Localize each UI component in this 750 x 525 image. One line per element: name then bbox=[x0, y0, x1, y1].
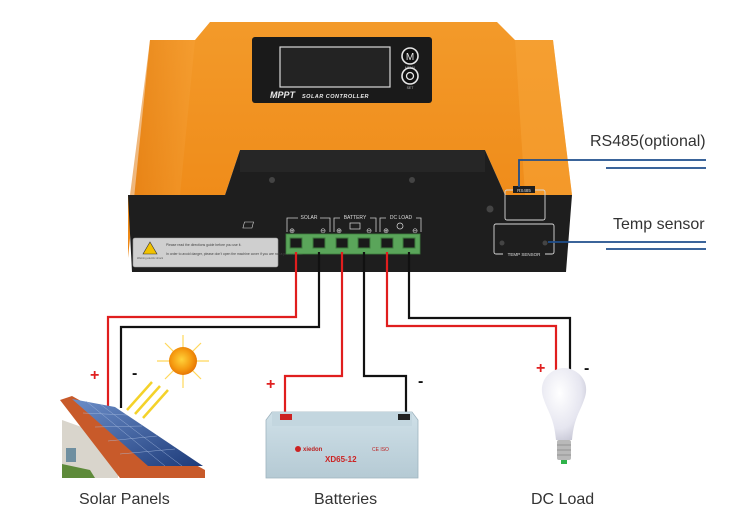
bulb-glass bbox=[541, 368, 587, 440]
battery-lid bbox=[272, 412, 412, 426]
solar-plus-sign: + bbox=[90, 367, 100, 384]
house-window bbox=[66, 448, 76, 462]
terminal-battery-negative[interactable] bbox=[357, 237, 371, 249]
brand-mppt: MPPT bbox=[270, 90, 297, 100]
front-recess bbox=[240, 150, 485, 172]
gear-icon bbox=[405, 71, 415, 81]
screw-left bbox=[269, 177, 275, 183]
rs485-port-label: RS485 bbox=[517, 188, 531, 193]
terminal-group-battery: BATTERY ⊕ ⊖ bbox=[333, 213, 377, 235]
label-solar: SOLAR bbox=[301, 215, 318, 221]
load-plus-sign: + bbox=[536, 360, 546, 377]
temp-sensor-callout-label: Temp sensor bbox=[613, 216, 705, 233]
battery-negative-wire bbox=[362, 252, 408, 412]
bush bbox=[62, 464, 95, 478]
label-dc-load: DC LOAD bbox=[390, 215, 413, 221]
bulb-contact bbox=[561, 460, 567, 464]
terminal-group-dc-load: DC LOAD ⊕ ⊖ bbox=[379, 213, 422, 235]
solar-panels-illustration bbox=[60, 335, 209, 478]
solar-plus-mark: ⊕ bbox=[289, 228, 295, 235]
brand-solar-controller: SOLAR CONTROLLER bbox=[302, 94, 369, 100]
label-bg-dc-load bbox=[386, 213, 416, 221]
panel-grid bbox=[82, 400, 183, 467]
sunbeams bbox=[126, 381, 169, 419]
load-minus-sign: - bbox=[584, 360, 590, 377]
terminal-group-solar: SOLAR ⊕ ⊖ bbox=[242, 213, 331, 235]
set-button-ring[interactable] bbox=[401, 67, 419, 85]
menu-button-ring[interactable] bbox=[401, 47, 419, 65]
battery-brand: xiedon bbox=[303, 447, 323, 453]
warning-line-1: Please read the directions guide before … bbox=[166, 243, 241, 247]
callout-lines bbox=[518, 159, 706, 250]
solar-positive-wire bbox=[106, 252, 298, 408]
battery-minus-mark: ⊖ bbox=[366, 228, 372, 235]
solar-minus-mark: ⊖ bbox=[320, 228, 326, 235]
warning-triangle-icon bbox=[142, 241, 158, 255]
battery-terminal-negative bbox=[398, 414, 410, 420]
solar-minus-sign: - bbox=[132, 365, 138, 382]
solar-negative-wire bbox=[119, 252, 321, 408]
bulb-threads bbox=[557, 444, 571, 456]
charge-controller: M MENU SET MPPT SOLAR CONTROLLER Warning… bbox=[128, 22, 572, 272]
temp-port-label: TEMP SENSOR bbox=[508, 252, 541, 257]
battery-terminal-positive bbox=[280, 414, 292, 420]
solar-panel-icon bbox=[242, 221, 254, 229]
battery-minus-sign: - bbox=[418, 373, 424, 390]
temp-sensor-port[interactable]: TEMP SENSOR bbox=[493, 223, 555, 257]
battery-positive-wire bbox=[283, 252, 344, 412]
set-button[interactable]: SET bbox=[401, 67, 419, 90]
load-minus-mark: ⊖ bbox=[412, 228, 418, 235]
warning-label: Warning electric shock Please read the d… bbox=[132, 237, 303, 268]
terminal-solar-positive[interactable] bbox=[289, 237, 303, 249]
load-negative-wire bbox=[407, 252, 572, 370]
wires bbox=[106, 252, 572, 412]
rs485-callout-label: RS485(optional) bbox=[590, 133, 706, 150]
sun-icon bbox=[157, 335, 209, 388]
menu-button-glyph: M bbox=[406, 52, 414, 63]
left-rail bbox=[130, 40, 195, 195]
temp-port-hole-right bbox=[542, 240, 548, 246]
warning-sticker bbox=[132, 237, 279, 268]
terminal-solar-negative[interactable] bbox=[312, 237, 326, 249]
battery-model: XD65-12 bbox=[325, 455, 357, 464]
battery-plus-mark: ⊕ bbox=[336, 228, 342, 235]
rs485-label-bg bbox=[513, 186, 535, 193]
load-positive-wire bbox=[385, 252, 558, 370]
battery-brand-logo bbox=[295, 446, 301, 452]
mount-hole bbox=[486, 205, 494, 213]
house-wall bbox=[62, 420, 118, 478]
label-battery: BATTERY bbox=[344, 215, 367, 221]
dc-load-bulb-illustration bbox=[541, 368, 587, 464]
terminal-screws bbox=[289, 237, 416, 249]
load-plus-mark: ⊕ bbox=[383, 228, 389, 235]
temp-label-bg bbox=[503, 250, 545, 257]
batteries-caption: Batteries bbox=[314, 491, 378, 508]
controller-top-face bbox=[128, 22, 572, 258]
rs485-port[interactable]: RS485 bbox=[504, 186, 546, 221]
bulb-icon bbox=[396, 222, 404, 230]
terminal-block bbox=[285, 233, 421, 255]
battery-plus-sign: + bbox=[266, 376, 276, 393]
battery-cert: CE ISO bbox=[372, 447, 389, 453]
right-rail bbox=[515, 40, 572, 195]
label-bg-solar bbox=[298, 213, 320, 221]
terminal-load-positive[interactable] bbox=[380, 237, 394, 249]
warning-line-2: In order to avoid danger, please don't o… bbox=[166, 252, 303, 256]
rs485-lead-line bbox=[518, 159, 706, 187]
terminal-load-negative[interactable] bbox=[402, 237, 416, 249]
dc-load-caption: DC Load bbox=[531, 491, 595, 508]
label-bg-battery bbox=[340, 213, 370, 221]
terminal-battery-positive[interactable] bbox=[335, 237, 349, 249]
battery-icon bbox=[349, 222, 361, 230]
warning-icon-caption: Warning electric shock bbox=[137, 256, 164, 260]
screw-right bbox=[409, 177, 415, 183]
solar-panels-caption: Solar Panels bbox=[79, 491, 170, 508]
battery-illustration: xiedon CE ISO XD65-12 bbox=[265, 411, 419, 479]
lcd-screen bbox=[279, 46, 391, 88]
temp-port-hole-left bbox=[499, 240, 505, 246]
set-button-label: SET bbox=[407, 86, 415, 90]
